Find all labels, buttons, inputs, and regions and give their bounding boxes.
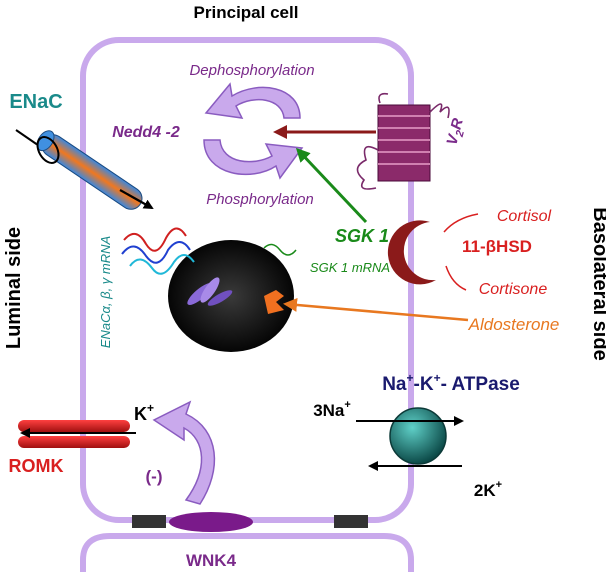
enac-ring bbox=[36, 136, 60, 164]
cortisone-label: Cortisone bbox=[479, 281, 548, 298]
potassium-count-label: 2K+ bbox=[474, 479, 502, 500]
hsd-enzyme-label: 11-βHSD bbox=[462, 237, 532, 256]
luminal-side-label: Luminal side bbox=[3, 227, 25, 349]
title: Principal cell bbox=[194, 3, 299, 22]
chromosomes bbox=[187, 277, 233, 306]
romk-channel-upper bbox=[18, 420, 130, 432]
enac-label: ENaC bbox=[9, 91, 62, 113]
wnk4-protein bbox=[169, 512, 253, 532]
enac-channel bbox=[36, 130, 143, 210]
nucleus bbox=[168, 240, 294, 352]
nedd4-label: Nedd4 -2 bbox=[112, 124, 180, 141]
sgk1-mrna-strand bbox=[263, 243, 297, 256]
dephosphorylation-arrow bbox=[204, 82, 301, 119]
romk-label: ROMK bbox=[9, 456, 64, 476]
dephosphorylation-label: Dephosphorylation bbox=[189, 62, 314, 79]
phosphorylation-label: Phosphorylation bbox=[206, 191, 314, 208]
cortisone-arrow bbox=[445, 265, 467, 291]
aldosterone-label: Aldosterone bbox=[468, 315, 560, 334]
cortisol-arrow bbox=[443, 213, 479, 233]
v2r-label: V2R bbox=[443, 116, 469, 147]
sgk1-label: SGK 1 bbox=[335, 226, 389, 246]
neighbour-cell-membrane bbox=[80, 533, 414, 572]
phosphorylation-arrow bbox=[203, 139, 304, 180]
wnk4-label: WNK4 bbox=[186, 551, 237, 570]
enac-na-arrow bbox=[119, 189, 154, 209]
enac-mrna-strands bbox=[121, 227, 195, 275]
potassium-label: K+ bbox=[134, 401, 154, 424]
na-k-atpase-label: Na+-K+- ATPase bbox=[382, 371, 520, 395]
sodium-count-label: 3Na+ bbox=[313, 399, 351, 420]
aldosterone-arrow bbox=[283, 297, 469, 322]
aldosterone-receptor bbox=[264, 290, 284, 314]
inhibition-label: (-) bbox=[146, 467, 163, 486]
sgk1-arrow bbox=[295, 147, 368, 224]
cortisol-label: Cortisol bbox=[497, 208, 552, 225]
basolateral-side-label: Basolateral side bbox=[589, 207, 606, 360]
hsd-crescent bbox=[387, 220, 436, 285]
v2r-receptor bbox=[356, 92, 450, 190]
sgk1-mrna-label: SGK 1 mRNA bbox=[310, 260, 390, 275]
enac-mrna-label: ENaCα, β, γ mRNA bbox=[98, 236, 113, 348]
romk-channel-lower bbox=[18, 436, 130, 448]
tight-junction-right bbox=[334, 515, 368, 528]
na-k-atpase-pump bbox=[389, 407, 447, 465]
tight-junction-left bbox=[132, 515, 166, 528]
inhibition-arrow bbox=[152, 400, 216, 505]
